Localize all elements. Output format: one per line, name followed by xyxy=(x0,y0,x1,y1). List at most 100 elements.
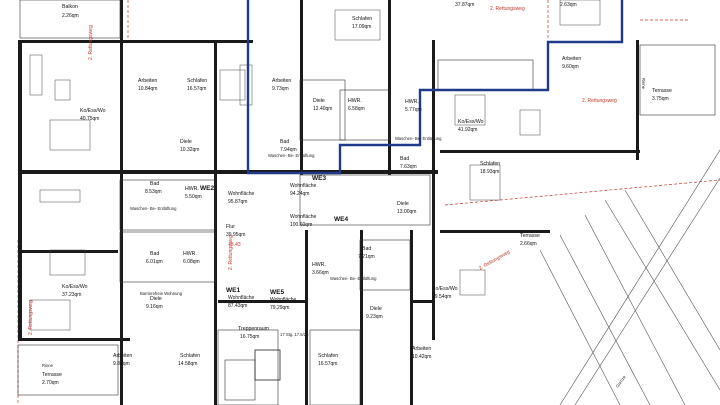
room-area: 39.95qm xyxy=(226,232,245,238)
room-area: 8.53qm xyxy=(145,189,162,195)
room-name: Ko/Ess/Wo xyxy=(432,286,458,292)
room-area: 2.63qm xyxy=(560,2,577,8)
room-name: Arbeiten xyxy=(562,56,581,62)
room-area: 9.16qm xyxy=(146,304,163,310)
room-area: 17.09qm xyxy=(352,24,371,30)
walls xyxy=(18,0,640,405)
room-name: Bad xyxy=(400,156,409,162)
rettungsweg-label: 2. Rettungsweg xyxy=(582,98,617,104)
room-area: 6.08qm xyxy=(183,259,200,265)
room-area: 10.32qm xyxy=(180,147,199,153)
unit-labels: WE2 Wohnfläche 95.87qm WE3 Wohnfläche 94… xyxy=(200,175,348,311)
room-name: Ko/Ess/Wo xyxy=(80,108,106,114)
unit-name: WE1 xyxy=(226,287,240,294)
room-name: Arbeiten xyxy=(272,78,291,84)
room-name: Balkon xyxy=(62,4,78,10)
room-name: Arbeiten xyxy=(412,346,431,352)
room-name: Diele xyxy=(370,306,382,312)
room-name: Terrasse xyxy=(42,372,62,378)
room-area: 10.84qm xyxy=(138,86,157,92)
room-name: Arbeiten xyxy=(113,353,132,359)
red-dash-lines xyxy=(17,0,720,405)
unit-area: 87.43qm xyxy=(228,303,247,309)
room-name: HWR. xyxy=(183,251,197,257)
room-area: 7.94qm xyxy=(280,147,297,153)
room-name: Diele xyxy=(150,296,162,302)
room-name: Arbeiten xyxy=(138,78,157,84)
rinne-label: Rinne xyxy=(42,363,54,368)
room-name: Schlafen xyxy=(480,161,500,167)
waschen-label: Waschen- Be- Entlüftung xyxy=(330,276,377,281)
rettungsweg-label: 2. Rettungsweg xyxy=(228,235,234,270)
stair-block xyxy=(254,349,281,381)
room-area: 40.75qm xyxy=(80,116,99,122)
room-area: 2.26qm xyxy=(62,13,79,19)
unit-name: WE5 xyxy=(270,289,284,296)
unit-name: WE3 xyxy=(312,175,326,182)
room-area: 13.00qm xyxy=(397,209,416,215)
room-name: HWR. xyxy=(405,99,419,105)
room-name: Schlafen xyxy=(318,353,338,359)
rettungsweg-label: 2. Rettungsweg xyxy=(88,25,94,60)
unit-name: WE2 xyxy=(200,185,214,192)
waschen-label: Waschen- Be- Entlüftung xyxy=(268,153,315,158)
room-area: 7.21qm xyxy=(358,254,375,260)
highlight-outline xyxy=(246,0,624,175)
room-name: HWR. xyxy=(185,186,199,192)
room-area: 12.40qm xyxy=(313,106,332,112)
room-area: 9.60qm xyxy=(562,64,579,70)
room-name: Bad xyxy=(280,139,289,145)
room-name: Diele xyxy=(313,98,325,104)
room-area: 3.66qm xyxy=(312,270,329,276)
diagonal-hatch xyxy=(539,149,720,405)
furniture xyxy=(29,0,601,331)
waschen-label: Waschen- Be- Entlüftung xyxy=(130,206,177,211)
room-area: 9.23qm xyxy=(366,314,383,320)
room-name: Terrasse xyxy=(652,88,672,94)
room-area: 16.57qm xyxy=(187,86,206,92)
room-area: 29.54qm xyxy=(432,294,451,300)
flur-level: +3.43 xyxy=(228,242,241,248)
room-area: 37.87qm xyxy=(455,2,474,8)
room-name: Bad xyxy=(150,251,159,257)
room-area: 9.87qm xyxy=(113,361,130,367)
room-area: 9.73qm xyxy=(272,86,289,92)
grenze-label: Grenze xyxy=(615,374,627,389)
unit-name: WE4 xyxy=(334,216,348,223)
unit-label: Wohnfläche xyxy=(290,214,317,220)
waschen-label: Waschen- Be- Entlüftung xyxy=(395,136,442,141)
unit-label: Wohnfläche xyxy=(290,183,317,189)
room-name: Ko/Ess/Wo xyxy=(62,284,88,290)
unit-label: Wohnfläche xyxy=(228,295,255,301)
room-name: Treppenraum xyxy=(238,326,269,332)
room-name: Ko/Ess/Wo xyxy=(458,119,484,125)
rettungsweg-label: 2. Rettungsweg xyxy=(490,6,525,12)
room-name: Diele xyxy=(180,139,192,145)
rettungsweg-label: 2. Rettungsweg xyxy=(478,249,511,272)
barrierefrei-label: Barrierefreie Wohnung xyxy=(140,291,183,296)
unit-area: 94.24qm xyxy=(290,191,309,197)
room-name: Bad xyxy=(362,246,371,252)
room-area: 6.01qm xyxy=(146,259,163,265)
room-name: HWR. xyxy=(312,262,326,268)
room-name: Flur xyxy=(226,224,235,230)
room-area: 41.92qm xyxy=(458,127,477,133)
room-area: 14.58qm xyxy=(178,361,197,367)
room-name: Schlafen xyxy=(180,353,200,359)
rinne-label: Rinne xyxy=(641,78,646,90)
unit-area: 79.29qm xyxy=(270,305,289,311)
room-area: 18.93qm xyxy=(480,169,499,175)
room-area: 37.23qm xyxy=(62,292,81,298)
unit-label: Wohnfläche xyxy=(228,191,255,197)
rettungsweg-label: 2. Rettungsweg xyxy=(28,300,34,335)
room-area: 16.57qm xyxy=(318,361,337,367)
room-area: 7.63qm xyxy=(400,164,417,170)
room-area: 5.77qm xyxy=(405,107,422,113)
room-area: 16.75qm xyxy=(240,334,259,340)
room-name: Diele xyxy=(397,201,409,207)
room-name: Schlafen xyxy=(352,16,372,22)
room-name: Bad xyxy=(150,181,159,187)
unit-label: Wohnfläche xyxy=(270,297,297,303)
room-area: 2.70qm xyxy=(42,380,59,386)
stairs-label: 17 Stg. 17.5/28 xyxy=(280,332,309,337)
